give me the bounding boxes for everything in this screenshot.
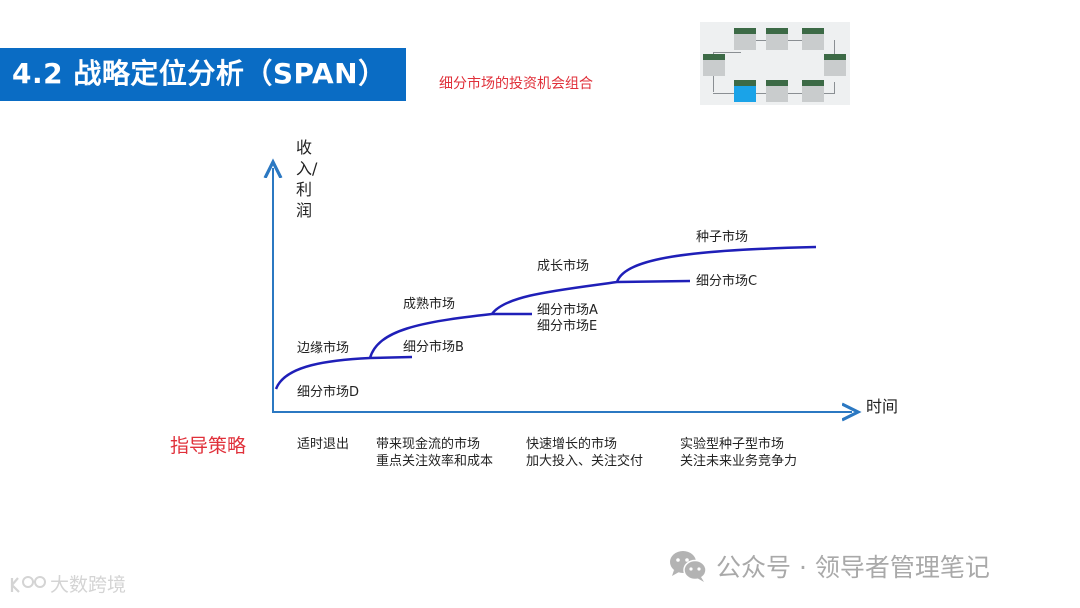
thumb-step-node (824, 54, 846, 76)
wechat-icon (670, 551, 707, 582)
label-segment-b: 细分市场B (403, 340, 464, 355)
thumb-step-node (703, 54, 725, 76)
label-edge-market: 边缘市场 (297, 341, 350, 356)
strategy-item-seed: 实验型种子型市场 关注未来业务竞争力 (680, 436, 797, 470)
y-axis-char: 润 (296, 201, 313, 220)
thumb-step-node (766, 80, 788, 102)
label-segment-a: 细分市场A (537, 303, 598, 318)
wechat-watermark-text: 公众号 · 领导者管理笔记 (716, 553, 990, 582)
curve-seed-market (615, 245, 817, 283)
y-axis-label: 收 入/ 利 润 (296, 137, 318, 221)
label-segment-d: 细分市场D (297, 385, 360, 400)
strategy-line: 重点关注效率和成本 (376, 454, 494, 469)
strategy-line: 快速增长的市场 (526, 437, 618, 452)
strategy-line: 实验型种子型市场 (680, 437, 785, 452)
label-segment-c: 细分市场C (696, 274, 758, 289)
curve-edge-market (274, 355, 413, 390)
label-segment-e: 细分市场E (537, 319, 598, 334)
thumb-step-node (802, 28, 824, 50)
label-seed-market: 种子市场 (696, 230, 749, 245)
strategy-item-exit: 适时退出 (297, 436, 349, 453)
curve-growth-market (490, 279, 691, 315)
title-bar: 4.2 战略定位分析（SPAN） (0, 48, 406, 101)
y-axis-char: 入/ (296, 159, 318, 178)
label-mature-market: 成熟市场 (403, 297, 456, 312)
strategy-item-growth: 快速增长的市场 加大投入、关注交付 (526, 436, 643, 470)
wechat-watermark: 公众号 · 领导者管理笔记 (668, 548, 990, 584)
thumb-step-node (734, 28, 756, 50)
x-axis-label: 时间 (866, 397, 899, 416)
curve-mature-market (368, 312, 532, 359)
thumb-step-node-highlighted (734, 80, 756, 102)
thumb-step-node (802, 80, 824, 102)
page-title: 4.2 战略定位分析（SPAN） (12, 57, 387, 90)
label-growth-market: 成长市场 (537, 259, 590, 274)
strategy-line: 带来现金流的市场 (376, 437, 481, 452)
logo-text: 大数跨境 (50, 574, 127, 596)
slide-subtitle: 细分市场的投资机会组合 (439, 76, 593, 92)
step-flow-thumbnail (700, 22, 850, 105)
y-axis-char: 收 (296, 138, 313, 157)
strategy-title: 指导策略 (170, 435, 247, 457)
strategy-item-cash: 带来现金流的市场 重点关注效率和成本 (376, 436, 493, 470)
strategy-line: 适时退出 (297, 437, 350, 452)
y-axis-char: 利 (296, 180, 313, 199)
logo-icon (10, 575, 46, 593)
strategy-line: 加大投入、关注交付 (526, 454, 644, 469)
logo-watermark: 大数跨境 (8, 570, 126, 597)
thumb-step-node (766, 28, 788, 50)
strategy-line: 关注未来业务竞争力 (680, 454, 798, 469)
